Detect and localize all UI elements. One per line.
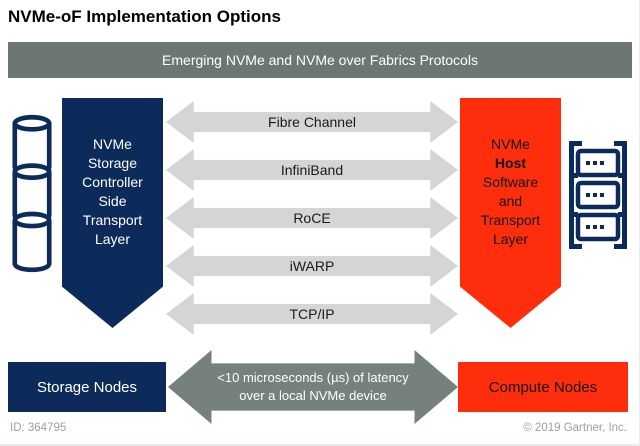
compute-nodes-label: Compute Nodes [488, 378, 598, 396]
storage-cylinders-icon [12, 114, 52, 273]
arrow-fibre-channel: Fibre Channel [166, 101, 458, 143]
arrow-roce-label: RoCE [293, 210, 331, 226]
arrow-iwarp: iWARP [166, 245, 458, 287]
storage-nodes-label: Storage Nodes [36, 378, 138, 396]
host-label-rest: Software and Transport Layer [480, 173, 541, 248]
arrow-fibre-channel-label: Fibre Channel [268, 114, 356, 130]
arrow-infiniband: InfiniBand [166, 149, 458, 191]
arrow-roce: RoCE [166, 197, 458, 239]
arrow-iwarp-label: iWARP [289, 258, 335, 274]
copyright: © 2019 Gartner, Inc. [523, 422, 627, 434]
banner-label: Emerging NVMe and NVMe over Fabrics Prot… [162, 52, 478, 68]
host-label-line2: Host [494, 154, 527, 171]
banner: Emerging NVMe and NVMe over Fabrics Prot… [8, 42, 632, 78]
storage-controller-transport-layer-shape: NVMe Storage Controller Side Transport L… [62, 98, 163, 328]
arrow-infiniband-label: InfiniBand [280, 162, 344, 178]
storage-controller-transport-layer-label: NVMe Storage Controller Side Transport L… [82, 135, 143, 248]
compute-nodes-box: Compute Nodes [458, 362, 628, 412]
arrow-tcpip: TCP/IP [166, 293, 458, 335]
nvme-host-transport-layer-label: NVMe Host Software and Transport Layer [481, 135, 540, 291]
latency-note: <10 microseconds (µs) of latency over a … [217, 370, 409, 403]
figure-id: ID: 364795 [10, 422, 67, 434]
host-label-line1: NVMe [491, 135, 530, 152]
latency-arrow: <10 microseconds (µs) of latency over a … [168, 350, 458, 424]
arrow-tcpip-label: TCP/IP [289, 306, 335, 322]
storage-nodes-box: Storage Nodes [8, 362, 166, 412]
page-title: NVMe-oF Implementation Options [8, 7, 281, 26]
server-rack-icon [569, 141, 627, 249]
nvme-host-transport-layer-shape: NVMe Host Software and Transport Layer [460, 98, 561, 328]
